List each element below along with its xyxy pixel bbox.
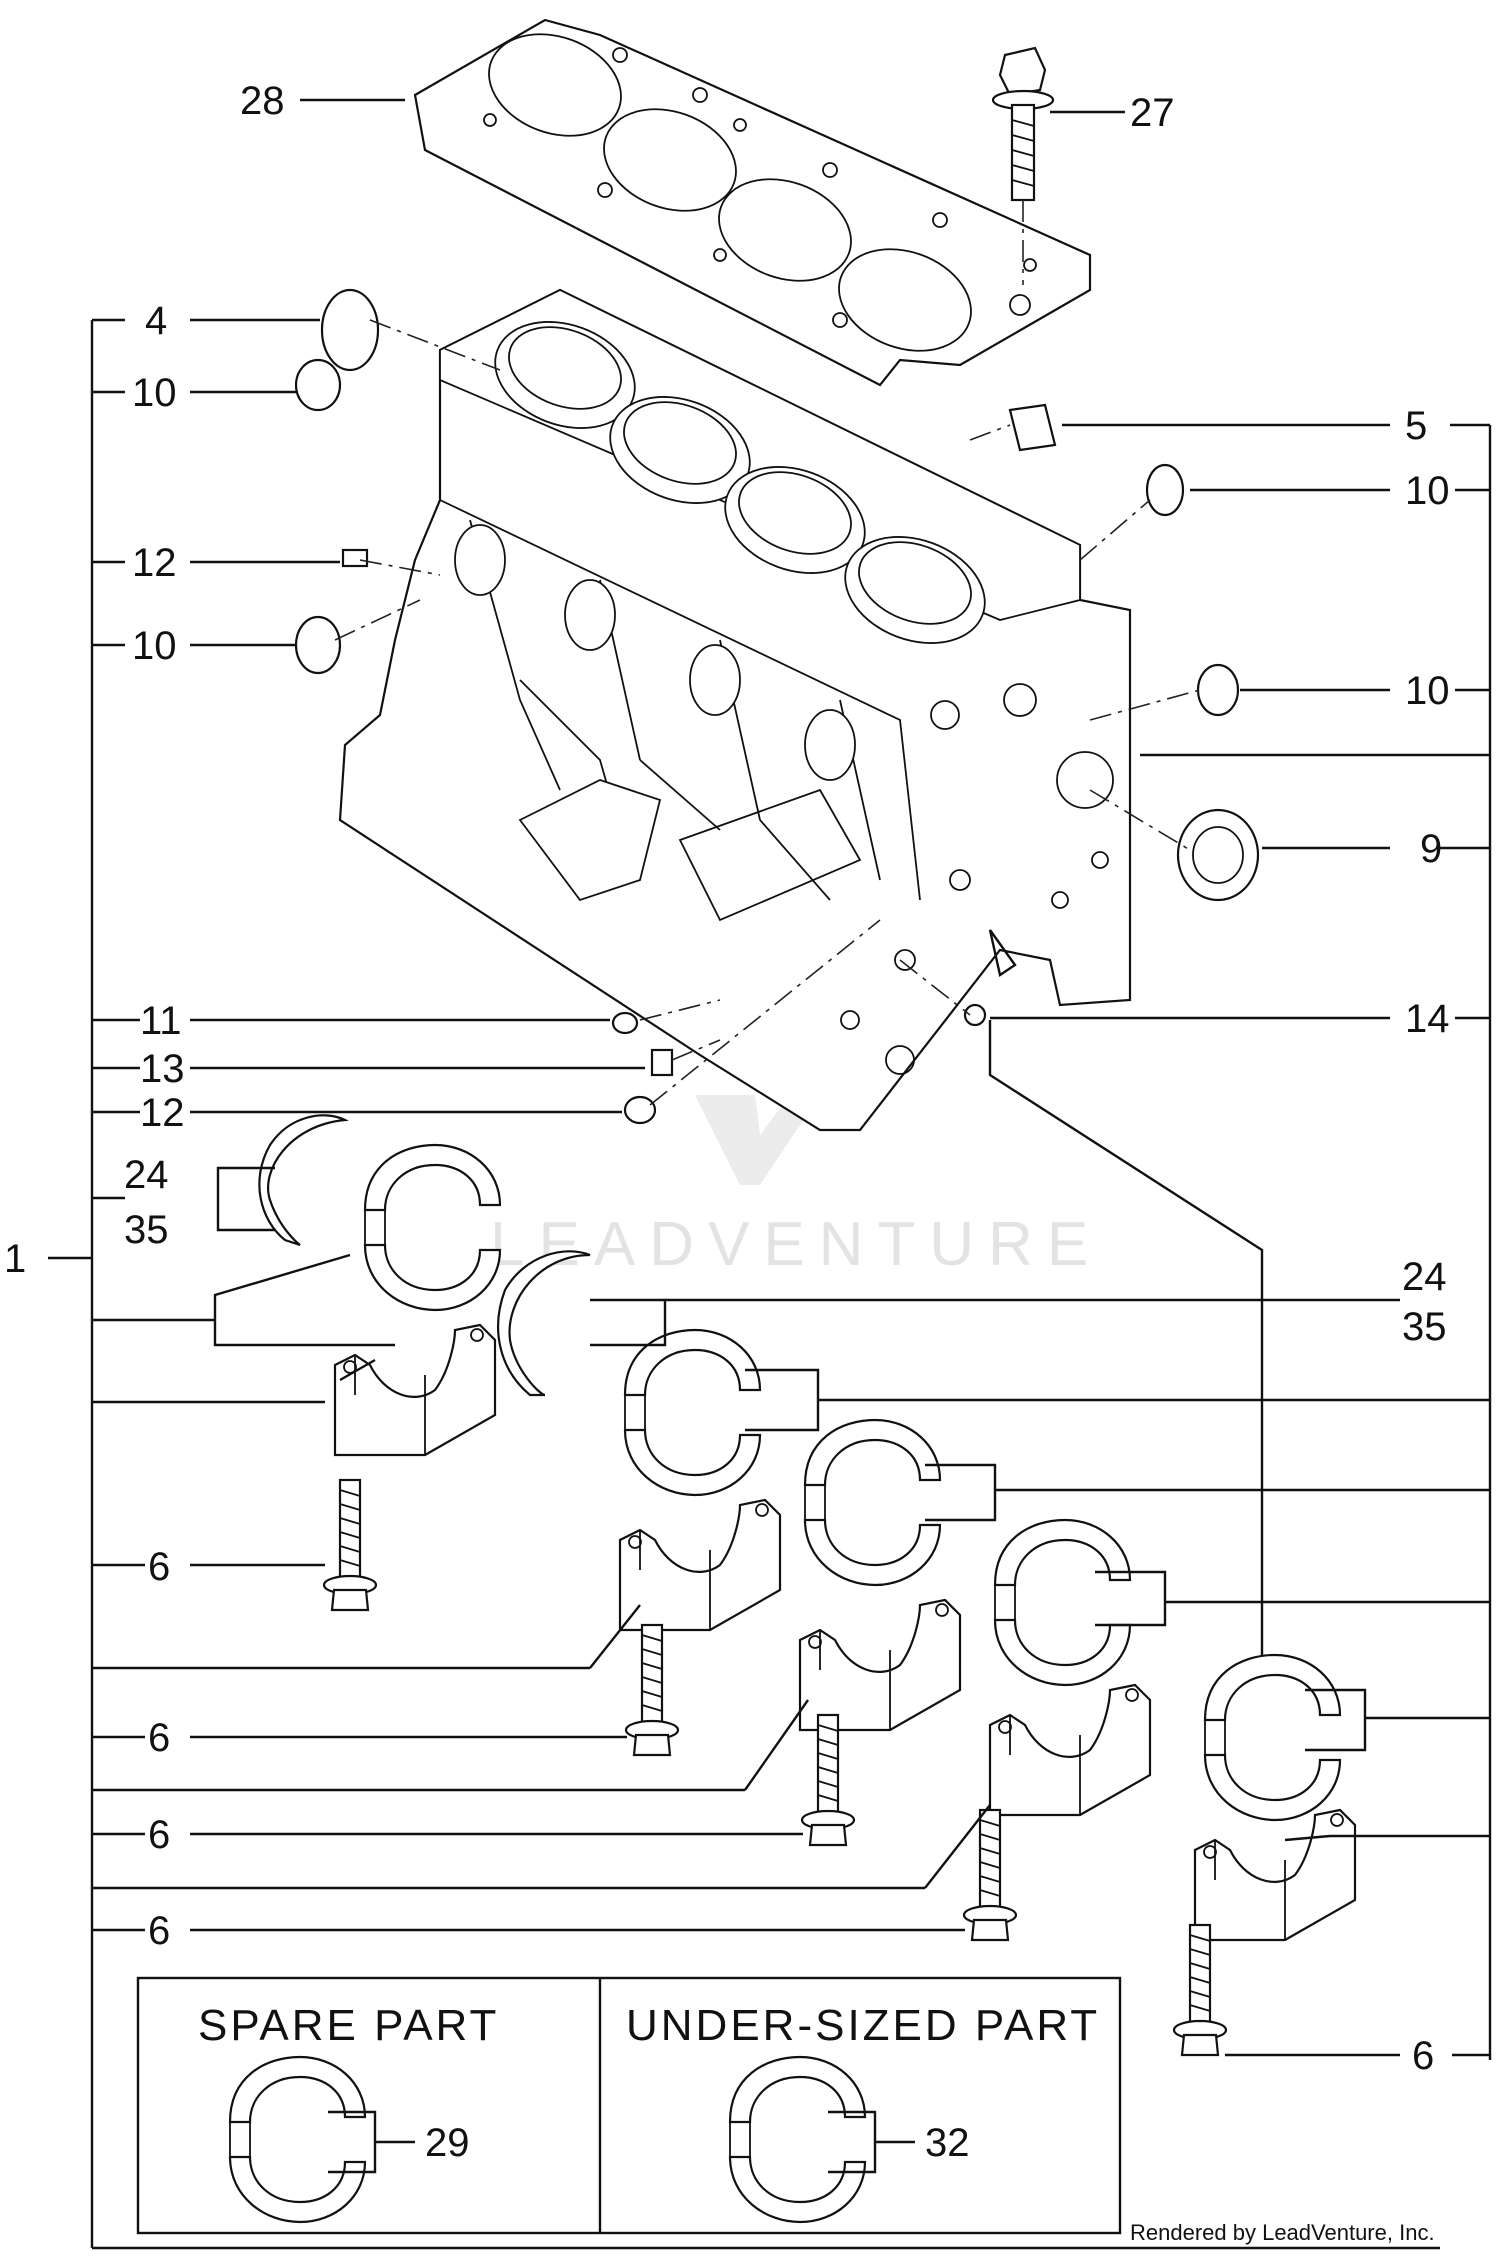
- callout-11: 11: [140, 999, 182, 1043]
- thrust-washers: [258, 1114, 591, 1397]
- callout-4: 4: [145, 299, 167, 343]
- part-10-plug-a: [294, 358, 342, 412]
- legend-box: SPARE PART UNDER-SIZED PART 29 32: [136, 1976, 1122, 2235]
- callout-6c: 6: [148, 1813, 170, 1857]
- undersized-part-shell: [728, 2055, 867, 2224]
- part-11-plug: [611, 1011, 639, 1035]
- part-4-plug: [320, 288, 380, 372]
- callout-10c: 10: [132, 624, 177, 668]
- callout-28: 28: [240, 79, 285, 123]
- callout-10d: 10: [1405, 669, 1450, 713]
- callout-35b: 35: [1402, 1305, 1447, 1349]
- callout-6b: 6: [148, 1716, 170, 1760]
- callout-6a: 6: [148, 1545, 170, 1589]
- part-12-plug-a: [341, 548, 369, 568]
- callout-10b: 10: [1405, 469, 1450, 513]
- legend-undersized-part-label: UNDER-SIZED PART: [626, 2001, 1100, 2050]
- callout-6e: 6: [1412, 2034, 1434, 2078]
- watermark-text: LEADVENTURE: [490, 1210, 1102, 1279]
- part-10-plug-d: [1196, 663, 1240, 717]
- leader-lines: [48, 98, 1492, 2250]
- callout-13: 13: [140, 1047, 185, 1091]
- main-bearings: [322, 1143, 1357, 2057]
- callout-1: 1: [4, 1237, 26, 1281]
- callout-24b: 24: [1402, 1255, 1447, 1299]
- callout-6d: 6: [148, 1909, 170, 1953]
- callout-29: 29: [425, 2121, 470, 2165]
- callout-10a: 10: [132, 371, 177, 415]
- footer-credit: Rendered by LeadVenture, Inc.: [1130, 2220, 1435, 2245]
- callout-27: 27: [1130, 91, 1175, 135]
- callout-24a: 24: [124, 1153, 169, 1197]
- callout-numbers: 28 27 4 10 5 10 12 10 10 9 11 14 13 12 2…: [4, 79, 1450, 2078]
- part-10-plug-c: [294, 615, 342, 675]
- part-12-plug-b: [623, 1095, 657, 1125]
- callout-32: 32: [925, 2121, 970, 2165]
- engine-block: [338, 288, 1132, 1132]
- part-14-pin: [963, 1003, 987, 1027]
- part-10-plug-b: [1145, 463, 1185, 517]
- callout-12b: 12: [140, 1091, 185, 1135]
- callout-5: 5: [1405, 404, 1427, 448]
- head-gasket: [413, 18, 1092, 387]
- block-plugs: [294, 288, 1260, 1125]
- part-5-plug: [1008, 403, 1057, 452]
- callout-35a: 35: [124, 1208, 169, 1252]
- part-13-plug: [650, 1048, 674, 1077]
- legend-spare-part-label: SPARE PART: [198, 2001, 499, 2050]
- watermark-logo-shape: [695, 1095, 820, 1185]
- head-bolt: [991, 46, 1055, 285]
- callout-12a: 12: [132, 541, 177, 585]
- watermark: LEADVENTURE: [490, 1095, 1102, 1279]
- legend-frame: [136, 1976, 1122, 2235]
- callout-9: 9: [1420, 827, 1442, 871]
- callout-14: 14: [1405, 997, 1450, 1041]
- part-9-bushing: [1176, 808, 1260, 902]
- spare-part-shell: [228, 2055, 367, 2224]
